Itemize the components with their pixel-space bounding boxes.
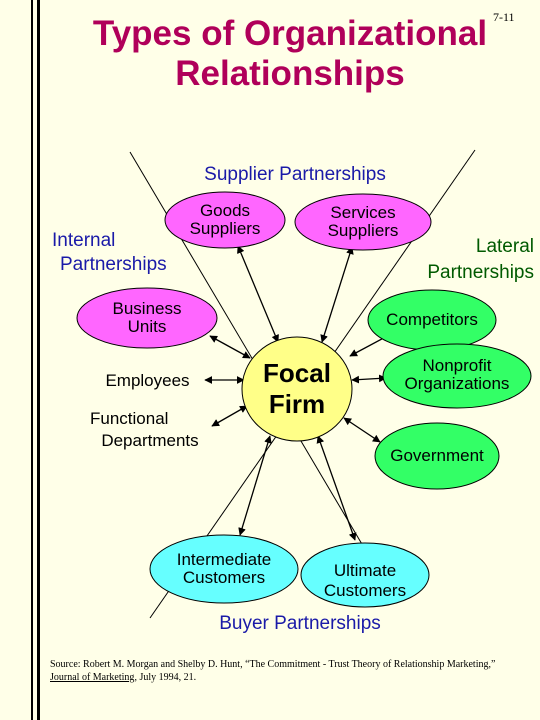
buyer-partnerships-label: Buyer Partnerships xyxy=(219,613,381,634)
source-journal: Journal of Marketing xyxy=(50,672,135,683)
source-citation: Source: Robert M. Morgan and Shelby D. H… xyxy=(50,658,530,684)
lateral-line-2: Partnerships xyxy=(427,262,534,283)
employees-label: Employees xyxy=(105,371,190,390)
government-node xyxy=(374,422,500,490)
page-number: 7-11 xyxy=(493,10,515,24)
nonprofit-line-2: Organizations xyxy=(404,374,510,393)
arrow-functional-departments xyxy=(211,405,248,427)
focal-line-1: Focal xyxy=(263,358,331,388)
arrow-services-suppliers xyxy=(320,246,354,343)
intermediate-customers-node xyxy=(149,534,299,604)
intermediate-line-2: Customers xyxy=(182,568,266,587)
focal-line-2: Firm xyxy=(268,389,326,419)
arrow-ultimate-customers xyxy=(316,435,357,541)
source-date: , July 1994, 21. xyxy=(134,672,197,683)
business-line-2: Units xyxy=(127,317,167,336)
ultimate-line-2: Customers xyxy=(323,581,407,600)
government-label: Government xyxy=(390,446,484,465)
slide-title: Types of Organizational Relationships xyxy=(55,14,525,94)
nonprofit-label: Nonprofit Organizations xyxy=(383,357,531,393)
ultimate-customers-node xyxy=(300,542,430,608)
internal-line-2: Partnerships xyxy=(60,254,167,275)
arrow-government xyxy=(343,417,381,443)
internal-partnerships-label: Internal Partnerships xyxy=(52,229,212,277)
arrow-intermediate-customers xyxy=(238,435,272,536)
nonprofit-node xyxy=(382,343,532,409)
supplier-partnerships-label: Supplier Partnerships xyxy=(204,164,386,185)
goods-suppliers-node xyxy=(164,191,286,249)
ultimate-line-1: Ultimate xyxy=(333,561,397,580)
goods-line-2: Suppliers xyxy=(189,219,261,238)
arrow-goods-suppliers xyxy=(237,245,279,343)
intermediate-customers-label: Intermediate Customers xyxy=(150,551,298,587)
services-line-2: Suppliers xyxy=(327,221,399,240)
internal-line-1: Internal xyxy=(52,230,116,251)
lateral-line-1: Lateral xyxy=(475,236,534,257)
competitors-label: Competitors xyxy=(386,310,478,329)
ultimate-customers-label: Ultimate Customers xyxy=(301,561,429,601)
services-line-1: Services xyxy=(330,203,396,222)
focal-firm-node xyxy=(241,336,353,442)
title-line-1: Types of Organizational xyxy=(92,14,488,53)
left-margin-bar xyxy=(0,0,40,720)
business-units-node xyxy=(76,287,218,349)
intermediate-line-1: Intermediate xyxy=(176,550,272,569)
functional-line-2: Departments xyxy=(101,431,199,450)
functional-line-1: Functional xyxy=(90,409,169,428)
services-suppliers-node xyxy=(294,193,432,251)
goods-line-1: Goods xyxy=(199,201,251,220)
goods-suppliers-label: Goods Suppliers xyxy=(165,202,285,238)
source-text: Source: Robert M. Morgan and Shelby D. H… xyxy=(50,659,496,670)
business-line-1: Business xyxy=(112,299,182,318)
arrow-nonprofit xyxy=(351,374,387,384)
lateral-partnerships-label: Lateral Partnerships xyxy=(378,234,538,286)
title-line-2: Relationships xyxy=(175,54,405,93)
focal-firm-label: Focal Firm xyxy=(242,358,352,420)
arrow-business-units xyxy=(209,335,251,359)
business-units-label: Business Units xyxy=(77,300,217,336)
functional-departments-label: Functional Departments xyxy=(85,408,215,452)
services-suppliers-label: Services Suppliers xyxy=(295,204,431,240)
nonprofit-line-1: Nonprofit xyxy=(422,356,492,375)
